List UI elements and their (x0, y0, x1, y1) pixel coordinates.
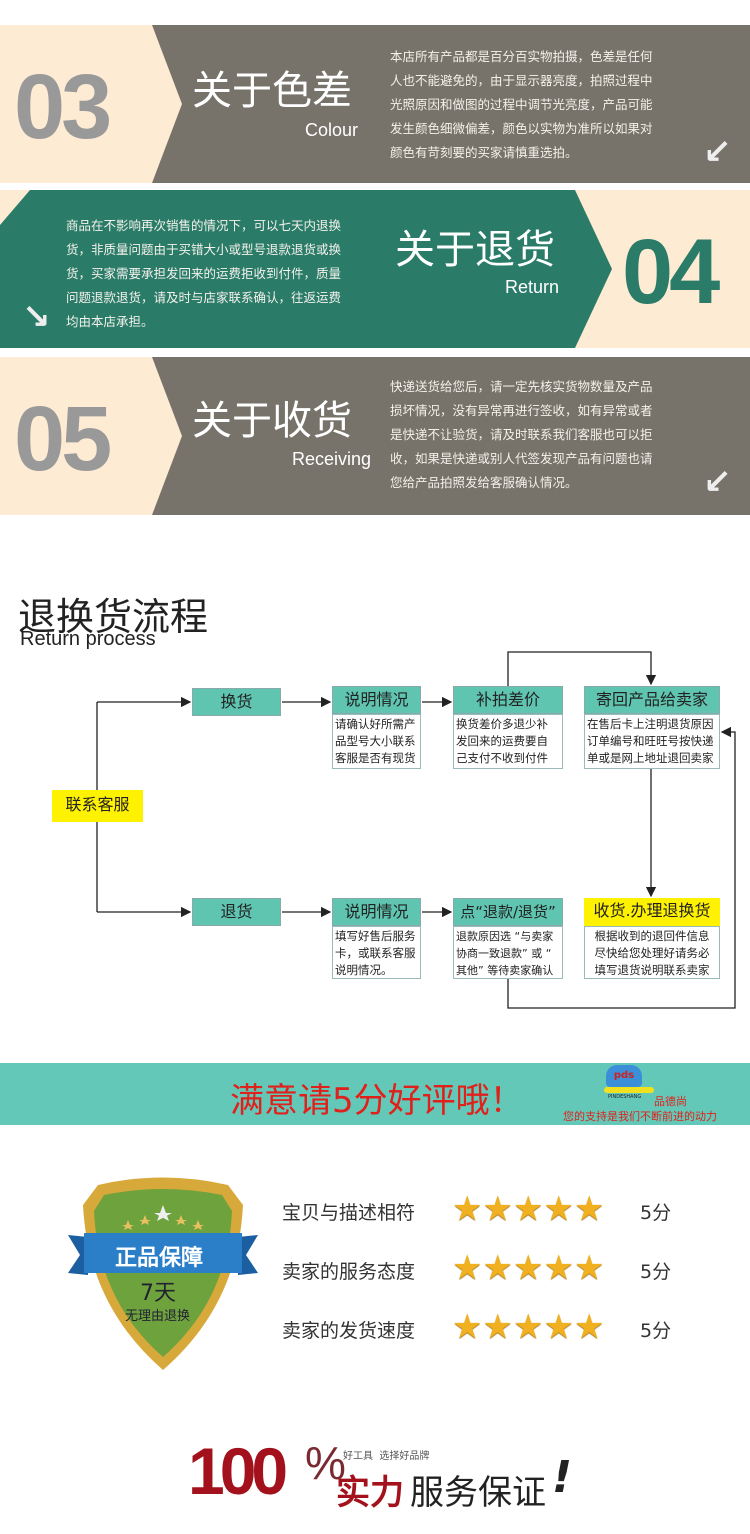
ex-explain-title: 说明情况 (332, 686, 421, 714)
rf-explain-note: 填写好售后服务卡，或联系客服说明情况。 (332, 926, 421, 979)
section-subtitle: Colour (305, 120, 359, 140)
section-number: 05 (14, 388, 112, 490)
footer-percent: 100 (188, 1434, 288, 1508)
section-title: 关于色差 (192, 68, 352, 114)
rating-label: 宝贝与描述相符 (282, 1202, 416, 1224)
flow-connectors (96, 651, 736, 1009)
ex-pay-note: 换货差价多退少补发回来的运费要自己支付不收到付件 (453, 714, 563, 769)
section-number: 04 (622, 221, 720, 323)
star-icon: ★ (482, 1307, 513, 1347)
footer-exclaim: ! (552, 1452, 573, 1503)
star-icon: ★ (543, 1307, 574, 1347)
review-banner: 满意请5分好评哦！ pds PINDESHANG 品德尚 您的支持是我们不断前进… (0, 1063, 750, 1125)
star-icon: ★ (512, 1307, 544, 1347)
ex-pay-title: 补拍差价 (453, 686, 563, 714)
arrow-down-left-icon: ↙ (703, 132, 732, 172)
rf-receive-title: 收货.办理退换货 (584, 898, 720, 926)
badge-ribbon-text: 正品保障 (115, 1246, 204, 1271)
star-icon: ★ (482, 1189, 513, 1229)
section-subtitle: Receiving (292, 449, 372, 469)
footer-strong: 实力 (336, 1473, 404, 1513)
chevron-shape (0, 190, 612, 348)
star-icon: ★ (482, 1248, 513, 1288)
section-receiving: 05 关于收货 Receiving 快递送货给您后，请一定先核实货物数量及产品损… (0, 357, 750, 515)
section-title: 关于收货 (192, 398, 352, 444)
star-icon: ★ (452, 1189, 483, 1229)
star-icon: ★ (452, 1248, 483, 1288)
process-subtitle: Return process (20, 628, 156, 650)
section-title: 关于退货 (395, 227, 555, 273)
star-icon: ★ (543, 1248, 574, 1288)
rating-stars: ★★★★★ (452, 1310, 604, 1344)
section-text: 商品在不影响再次销售的情况下，可以七天内退换货，非质量问题由于买错大小或型号退款… (66, 218, 342, 329)
rating-score: 5分 (640, 1202, 672, 1224)
rating-score: 5分 (640, 1320, 672, 1342)
star-icon: ★ (452, 1307, 483, 1347)
chevron-shape (138, 357, 182, 515)
banner-text: 满意请5分好评哦！ (230, 1081, 524, 1121)
star-icon: ★ (573, 1248, 605, 1288)
arrow-down-right-icon: ↘ (22, 297, 51, 337)
star-icon: ★ (573, 1307, 605, 1347)
section-number: 03 (14, 56, 112, 158)
rating-score: 5分 (640, 1261, 672, 1283)
section-text: 本店所有产品都是百分百实物拍摄，色差是任何人也不能避免的，由于显示器亮度，拍照过… (390, 49, 653, 160)
logo-brand: PINDESHANG (608, 1094, 642, 1100)
arrow-down-left-icon: ↙ (703, 462, 732, 502)
section-colour: 03 关于色差 Colour 本店所有产品都是百分百实物拍摄，色差是任何人也不能… (0, 25, 750, 183)
rating-stars: ★★★★★ (452, 1192, 604, 1226)
logo-wrench-icon (604, 1087, 654, 1093)
refund-box: 退货 (192, 898, 281, 926)
section-text: 快递送货给您后，请一定先核实货物数量及产品损坏情况，没有异常再进行签收，如有异常… (390, 379, 653, 490)
footer-tagline: 好工具 选择好品牌 (343, 1451, 430, 1462)
section-subtitle: Return (505, 277, 560, 297)
logo-slogan: 您的支持是我们不断前进的动力 (563, 1110, 717, 1123)
guarantee-shield-icon (68, 1177, 258, 1370)
process-title: 退换货流程 (18, 595, 209, 639)
rating-label: 卖家的服务态度 (282, 1261, 416, 1283)
rf-explain-title: 说明情况 (332, 898, 421, 926)
badge-text: 无理由退换 (125, 1309, 191, 1324)
rating-label: 卖家的发货速度 (282, 1320, 416, 1342)
star-icon: ★ (512, 1248, 544, 1288)
ex-send-note: 在售后卡上注明退货原因订单编号和旺旺号按快递单或是网上地址退回卖家 (584, 714, 720, 769)
rf-receive-note: 根据收到的退回件信息尽快给您处理好请务必填写退货说明联系卖家 (584, 926, 720, 979)
logo-gear-icon: pds (606, 1065, 642, 1087)
contact-service-box: 联系客服 (52, 790, 143, 822)
ex-explain-note: 请确认好所需产品型号大小联系客服是否有现货 (332, 714, 421, 769)
exchange-box: 换货 (192, 688, 281, 716)
section-return: 商品在不影响再次销售的情况下，可以七天内退换货，非质量问题由于买错大小或型号退款… (0, 190, 750, 348)
footer-rest: 服务保证 (410, 1473, 546, 1513)
logo-name: 品德尚 (654, 1095, 687, 1108)
star-icon: ★ (512, 1189, 544, 1229)
footer-percent-sign: % (305, 1437, 346, 1489)
ex-send-title: 寄回产品给卖家 (584, 686, 720, 714)
star-icon: ★ (543, 1189, 574, 1229)
rf-click-title: 点“退款/退货” (453, 898, 563, 926)
chevron-shape (138, 25, 182, 183)
star-icon: ★ (573, 1189, 605, 1229)
badge-days: 7天 (140, 1281, 176, 1306)
rating-stars: ★★★★★ (452, 1251, 604, 1285)
rf-click-note: 退款原因选 “与卖家协商一致退款” 或 “其他” 等待卖家确认 (453, 926, 563, 979)
